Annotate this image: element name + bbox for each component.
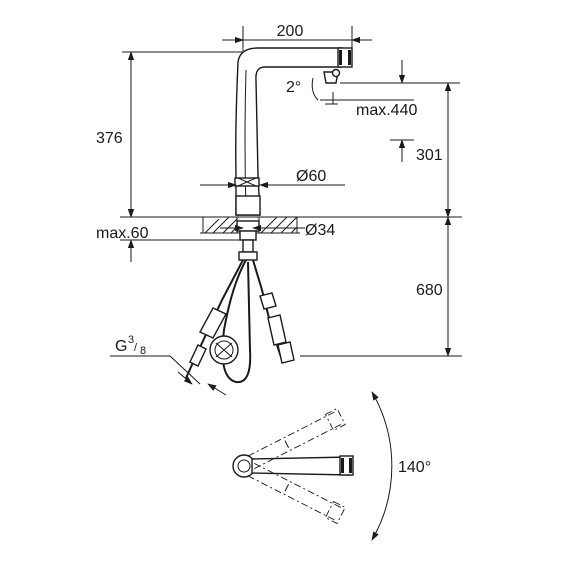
fraction-slash: / bbox=[134, 342, 138, 354]
supply-hoses bbox=[185, 251, 295, 384]
spout-angle-label: 2° bbox=[286, 79, 301, 96]
outlet-height-dimension: 301 bbox=[340, 82, 460, 218]
right-hose-fitting bbox=[277, 341, 295, 364]
left-hose-fitting bbox=[199, 307, 227, 339]
faucet-body bbox=[234, 44, 353, 216]
connection-thread-denominator: 8 bbox=[140, 345, 146, 357]
hole-diameter-label: Ø34 bbox=[305, 222, 335, 239]
countertop bbox=[120, 216, 462, 253]
hose-length-dimension: 680 bbox=[300, 216, 462, 357]
base-diameter-label: Ø60 bbox=[296, 168, 326, 185]
deck-thickness-dimension: max.60 bbox=[96, 196, 149, 262]
connection-thread-dimension: G 3 / 8 bbox=[110, 334, 227, 396]
deck-thickness-label: max.60 bbox=[96, 225, 149, 242]
connection-thread-label: G bbox=[115, 338, 127, 355]
pull-out-dimension: max.440 bbox=[320, 60, 417, 162]
reach-label: 200 bbox=[277, 23, 304, 40]
reach-dimension: 200 bbox=[222, 23, 372, 48]
hose-length-label: 680 bbox=[416, 282, 443, 299]
total-height-label: 376 bbox=[96, 130, 123, 147]
hole-diameter-dimension: Ø34 bbox=[220, 222, 335, 239]
outlet-height-label: 301 bbox=[416, 147, 443, 164]
base-diameter-dimension: Ø60 bbox=[200, 168, 345, 189]
swivel-angle-label: 140° bbox=[398, 459, 431, 476]
pull-out-label: max.440 bbox=[356, 102, 417, 119]
spout-angle-dimension: 2° bbox=[286, 77, 338, 105]
total-height-dimension: 376 bbox=[96, 51, 245, 218]
connection-thread-numerator: 3 bbox=[128, 334, 134, 346]
top-view: 140° bbox=[232, 391, 431, 541]
